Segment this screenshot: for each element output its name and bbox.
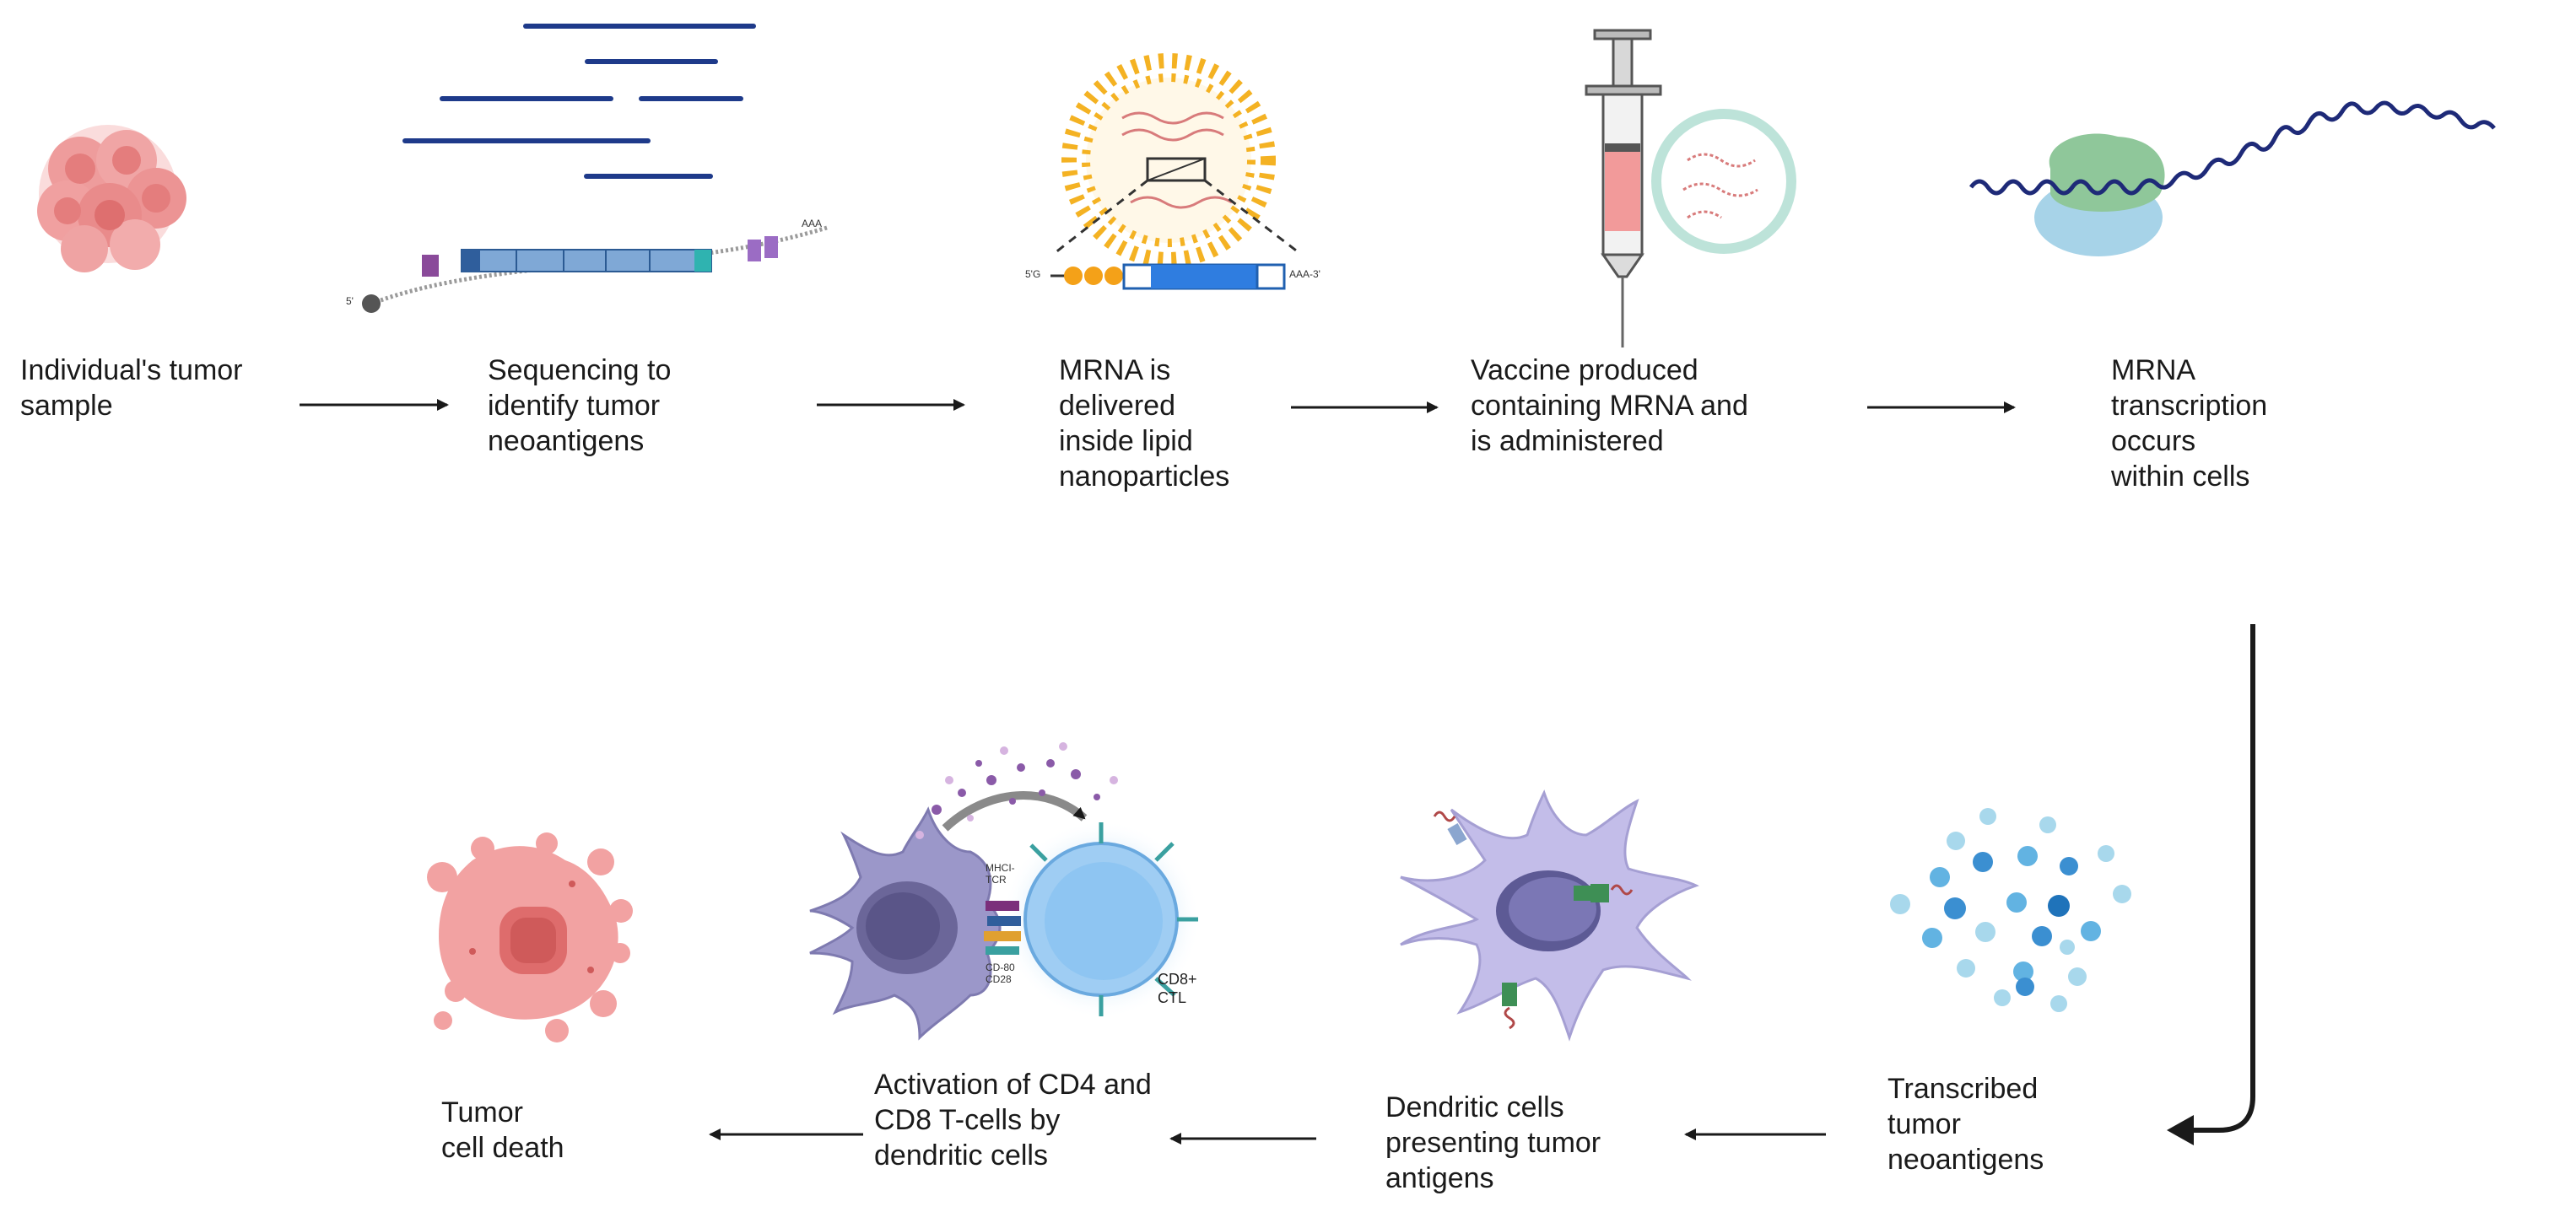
- syringe-icon: [1585, 29, 1796, 347]
- lipid-nanoparticle-icon: [1050, 53, 1300, 290]
- step-label-dendritic: Dendritic cells presenting tumor antigen…: [1385, 1091, 1601, 1194]
- mrna-construct-icon: [362, 225, 828, 313]
- step-label-tumor-sample: Individual's tumor sample: [20, 354, 243, 422]
- aaa3-label: AAA-3': [1289, 268, 1320, 280]
- tumor-sample-icon: [37, 125, 186, 272]
- tcell-activation-icon: [809, 742, 1201, 1041]
- step-label-mrna-delivered: MRNA is delivered inside lipid nanoparti…: [1059, 354, 1230, 493]
- neoantigen-dots-icon: [1890, 808, 2131, 1012]
- sequencing-reads-icon: [402, 24, 756, 179]
- cd80-cd28-label: CD-80 CD28: [986, 962, 1015, 985]
- step-label-death: Tumor cell death: [441, 1096, 564, 1164]
- step-label-transcribed: Transcribed tumor neoantigens: [1887, 1073, 2044, 1176]
- step-label-transcription: MRNA transcription occurs within cells: [2111, 354, 2268, 493]
- mrna-wave: [1968, 100, 2496, 196]
- mhc-tcr-label: MHCI- TCR: [986, 862, 1015, 886]
- step-label-activation: Activation of CD4 and CD8 T-cells by den…: [874, 1069, 1152, 1172]
- polya-label: AAA: [802, 218, 823, 229]
- dendritic-cell-icon: [1400, 789, 1699, 1042]
- five-g-label: 5'G: [1025, 268, 1041, 280]
- arrow-5-to-6: [2185, 624, 2255, 1133]
- step-label-vaccine: Vaccine produced containing MRNA and is …: [1471, 354, 1748, 457]
- five-prime-label: 5': [346, 295, 354, 307]
- arrow-5-to-6-head: [2167, 1115, 2194, 1145]
- dying-tumor-cell-icon: [427, 832, 633, 1042]
- step-label-sequencing: Sequencing to identify tumor neoantigens: [488, 354, 672, 457]
- cd8-ctl-label: CD8+ CTL: [1158, 971, 1197, 1006]
